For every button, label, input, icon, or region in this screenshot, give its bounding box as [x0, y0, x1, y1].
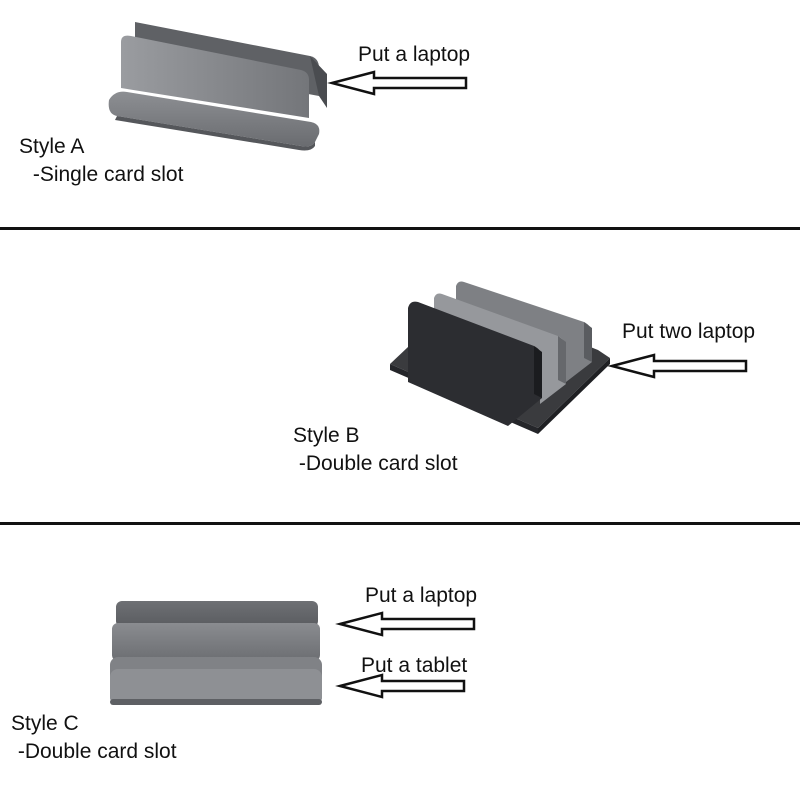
divider-top [0, 227, 800, 230]
arrow-c-bottom-icon [335, 673, 466, 699]
style-a-arrow-label: Put a laptop [358, 43, 471, 66]
stand-a-image [108, 22, 327, 151]
style-b-title: Style B [293, 424, 360, 447]
style-a-title: Style A [19, 135, 85, 158]
style-a-section: Put a laptop Style A -Single card slot [0, 0, 800, 228]
style-b-section: Put two laptop Style B -Double card slot [0, 230, 800, 523]
style-c-arrow-label-top: Put a laptop [365, 584, 478, 607]
style-b-subtitle: -Double card slot [293, 452, 458, 475]
style-c-title: Style C [11, 712, 79, 735]
stand-c-image [110, 601, 322, 705]
stand-b-image [390, 281, 610, 434]
style-c-section: Put a laptop Put a tablet Style C -Doubl… [0, 525, 800, 800]
style-c-subtitle: -Double card slot [12, 740, 177, 763]
arrow-c-top-icon [335, 611, 476, 637]
style-c-arrow-label-bottom: Put a tablet [361, 654, 468, 677]
style-b-arrow-label: Put two laptop [622, 320, 756, 343]
arrow-b-icon [607, 353, 748, 379]
arrow-a-icon [327, 70, 468, 96]
divider-bottom [0, 522, 800, 525]
style-a-subtitle: -Single card slot [27, 163, 184, 186]
